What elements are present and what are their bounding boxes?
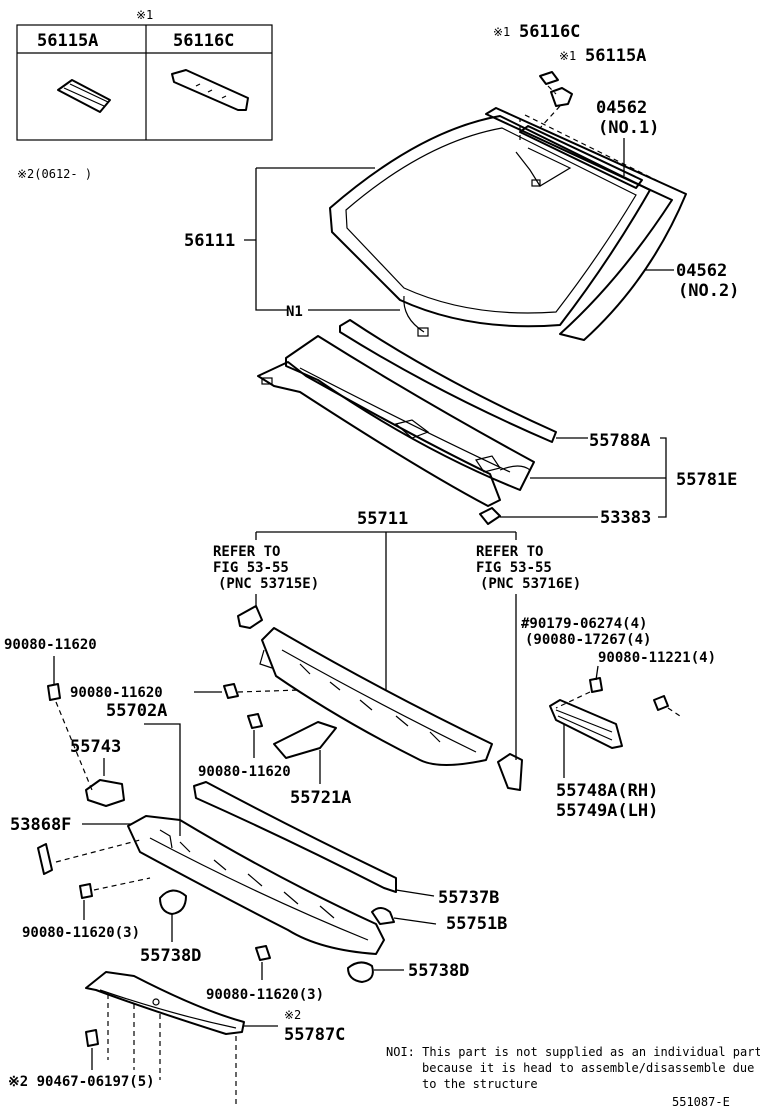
label-55748A: 55748A(RH): [556, 781, 658, 801]
cover-55787C: [85, 971, 245, 1035]
label-55787C: 55787C: [284, 1025, 345, 1045]
dam-04562-no2: [485, 107, 687, 341]
label-55781E: 55781E: [676, 470, 737, 490]
mark-55787C: ※2: [284, 1008, 301, 1022]
inset-col2-label: 56116C: [173, 31, 234, 51]
windshield-glass: [329, 115, 651, 337]
pad-53868F: [37, 843, 53, 875]
label-90080-11620-a: 90080-11620: [4, 637, 97, 653]
label-04562-no1: 04562: [596, 98, 647, 118]
label-55788A: 55788A: [589, 431, 650, 451]
label-55702A: 55702A: [106, 701, 167, 721]
grommet-55738D-b: [347, 961, 374, 983]
seal-55737B: [193, 781, 397, 893]
refer-right-line1: REFER TO: [476, 544, 543, 560]
bolt-left-e: [255, 945, 271, 961]
seal-55788A: [339, 319, 557, 443]
label-55738D-b: 55738D: [408, 961, 469, 981]
label-55711: 55711: [357, 509, 408, 529]
clip-56115A-inset: [57, 79, 111, 113]
cowl-top-panel-55781E: [257, 335, 535, 507]
label-04562-no2-sub: (NO.2): [678, 281, 739, 301]
moulding-56116C: [539, 71, 559, 85]
label-90080-11620-b: 90080-11620: [70, 685, 163, 701]
label-53868F: 53868F: [10, 815, 71, 835]
note-date-range: ※2(0612- ): [17, 167, 92, 181]
bolt-left-c: [247, 713, 263, 729]
bracket-left: [237, 605, 263, 629]
inset-col1-label: 56115A: [37, 31, 98, 51]
moulding-56116C-inset: [171, 69, 249, 111]
lower-cowl-55702A: [127, 815, 385, 955]
bolt-left-d: [79, 883, 93, 899]
label-90080-17267: (90080-17267(4): [525, 632, 651, 648]
refer-right-line3: (PNC 53716E): [480, 576, 581, 592]
label-04562-no1-sub: (NO.1): [598, 118, 659, 138]
label-n1: N1: [286, 304, 303, 320]
refer-left-line3: (PNC 53715E): [218, 576, 319, 592]
bracket-right: [497, 753, 523, 791]
label-56115A-top: 56115A: [585, 46, 646, 66]
refer-left-line1: REFER TO: [213, 544, 280, 560]
grommet-55738D-a: [159, 889, 187, 915]
label-90179: #90179-06274(4): [521, 616, 647, 632]
label-55721A: 55721A: [290, 788, 351, 808]
refer-right-line2: FIG 53-55: [476, 560, 552, 576]
diagram-code: 551087-E: [672, 1095, 730, 1109]
label-55751B: 55751B: [446, 914, 507, 934]
label-55737B: 55737B: [438, 888, 499, 908]
dam-04562-no1: [519, 125, 643, 189]
label-90080-11620-e: 90080-11620(3): [206, 987, 324, 1003]
bolt-left-b: [223, 683, 239, 699]
label-55743: 55743: [70, 737, 121, 757]
label-55749A: 55749A(LH): [556, 801, 658, 821]
label-56111: 56111: [184, 231, 235, 251]
label-90080-11221: 90080-11221(4): [598, 650, 716, 666]
refer-left-line2: FIG 53-55: [213, 560, 289, 576]
footnote-line2: because it is head to assemble/disassemb…: [422, 1061, 754, 1075]
inset-border: [16, 24, 273, 141]
grommet-55751B: [371, 907, 395, 925]
screw-right: [653, 695, 669, 711]
clip-right: [589, 677, 603, 693]
louver-55748A: [549, 699, 623, 749]
label-53383: 53383: [600, 508, 651, 528]
cowl-panel-55711: [259, 627, 493, 766]
bracket-55743: [85, 779, 125, 807]
clip-56115A: [550, 87, 573, 107]
label-04562-no2: 04562: [676, 261, 727, 281]
mark-56115A: ※1: [559, 49, 576, 63]
label-90080-11620-c: 90080-11620: [198, 764, 291, 780]
footnote-line3: to the structure: [422, 1077, 538, 1091]
inset-table: ※1 56115A 56116C: [16, 8, 273, 141]
bolt-left-a: [47, 683, 61, 701]
clip-53383: [479, 507, 501, 525]
footnote-line1: NOI: This part is not supplied as an ind…: [386, 1045, 760, 1059]
clip-90467: [85, 1029, 99, 1047]
label-56116C-top: 56116C: [519, 22, 580, 42]
inset-header-mark: ※1: [136, 8, 153, 22]
label-90080-11620-d: 90080-11620(3): [22, 925, 140, 941]
label-55738D-a: 55738D: [140, 946, 201, 966]
mark-56116C: ※1: [493, 25, 510, 39]
label-90467: ※2 90467-06197(5): [8, 1074, 155, 1090]
bracket-55721A: [273, 721, 337, 759]
